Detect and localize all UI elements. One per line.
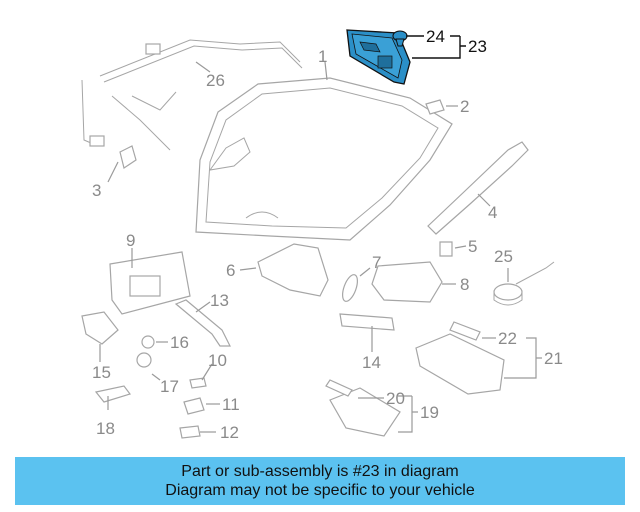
callout-2: 2 [460,97,469,116]
callout-3: 3 [92,181,101,200]
callout-13: 13 [210,291,229,310]
callout-22: 22 [498,329,517,348]
part-3-bracket [119,145,137,169]
part-26-harness [81,39,303,151]
callout-5: 5 [468,237,477,256]
callout-9: 9 [126,231,135,250]
callout-14: 14 [362,353,381,372]
part-10-clip [189,377,207,389]
part-9-mirror [129,275,161,297]
part-18-hook [94,385,131,403]
callout-26: 26 [206,71,225,90]
part-8-lamp [371,261,443,303]
callout-11: 11 [222,395,240,414]
part-13-handle [174,299,231,347]
callout-23: 23 [468,37,487,56]
callout-labels: 1 2 3 4 5 6 7 8 9 10 11 12 13 14 15 16 1… [92,27,563,442]
callout-25: 25 [494,247,513,266]
part-11-clip [183,397,205,415]
parts-diagram: 1 2 3 4 5 6 7 8 9 10 11 12 13 14 15 16 1… [81,27,563,442]
callout-12: 12 [220,423,239,442]
part-6-bracket [257,243,329,297]
banner-line-1: Part or sub-assembly is #23 in diagram [181,463,459,480]
callout-10: 10 [208,351,227,370]
part-19-lamp [329,387,401,437]
leader-lines [99,61,542,433]
part-21-lamp [415,333,505,395]
part-7-ring [342,274,358,302]
highlight-leaders[interactable] [406,35,466,59]
part-17-ring [136,352,152,368]
callout-24: 24 [426,27,445,46]
callout-18: 18 [96,419,115,438]
callout-20: 20 [386,389,405,408]
callout-6: 6 [226,261,235,280]
part-23-console[interactable] [346,29,411,85]
part-15-clip [81,311,119,345]
callout-1: 1 [318,47,327,66]
callout-4: 4 [488,203,497,222]
callout-7: 7 [372,253,381,272]
callout-16: 16 [170,333,189,352]
part-22-bulb [449,321,481,341]
info-banner: Part or sub-assembly is #23 in diagram D… [15,457,625,505]
callout-17: 17 [160,377,179,396]
part-12-clip [179,425,201,439]
banner-line-2: Diagram may not be specific to your vehi… [165,482,475,499]
part-25-sensor [493,261,555,306]
callout-8: 8 [460,275,469,294]
part-5-cap [439,241,453,257]
callout-21: 21 [544,349,563,368]
part-4-pillar-trim [427,141,529,235]
part-16-ring [141,335,155,349]
callout-19: 19 [420,403,439,422]
part-20-bulb [325,379,353,397]
part-14-bracket [339,313,395,331]
part-1-headliner [195,77,453,241]
part-2-clip [425,99,445,115]
callout-15: 15 [92,363,111,382]
